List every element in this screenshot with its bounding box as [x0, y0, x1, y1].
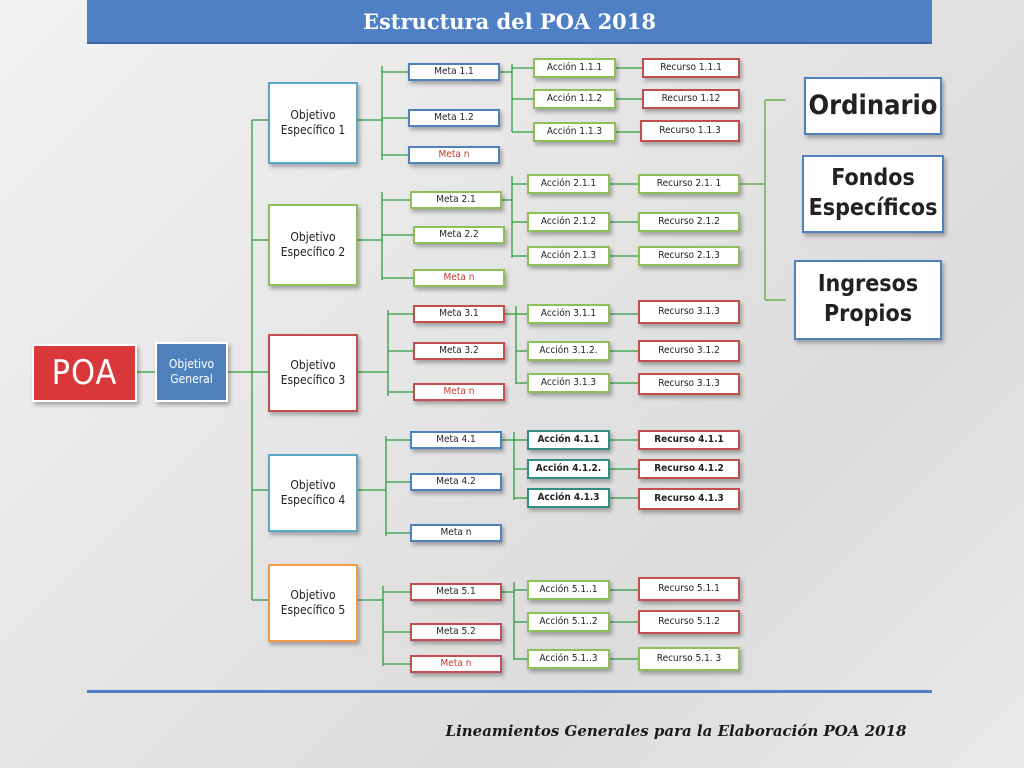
- accion-2-1: Acción 2.1.1: [527, 174, 610, 194]
- meta-1-2: Meta 1.2: [408, 109, 500, 127]
- objective-2-box: Objetivo Específico 2: [268, 204, 358, 286]
- recurso-3-1: Recurso 3.1.3: [638, 300, 740, 324]
- general-objective-box: Objetivo General: [155, 342, 228, 402]
- meta-2-n: Meta n: [413, 269, 505, 287]
- recurso-3-2: Recurso 3.1.2: [638, 340, 740, 362]
- recurso-1-2: Recurso 1.12: [642, 89, 740, 109]
- recurso-2-2: Recurso 2.1.2: [638, 212, 740, 232]
- meta-1-1: Meta 1.1: [408, 63, 500, 81]
- objective-1-box: Objetivo Específico 1: [268, 82, 358, 164]
- recurso-1-1: Recurso 1.1.1: [642, 58, 740, 78]
- meta-2-1: Meta 2.1: [410, 191, 502, 209]
- meta-4-n: Meta n: [410, 524, 502, 542]
- poa-box: POA: [32, 344, 137, 402]
- recurso-3-3: Recurso 3.1.3: [638, 373, 740, 395]
- accion-3-3: Acción 3.1.3: [527, 373, 610, 393]
- slide-title: Estructura del POA 2018: [87, 0, 932, 44]
- bottom-divider: [87, 690, 932, 693]
- accion-4-1: Acción 4.1.1: [527, 430, 610, 450]
- accion-4-3: Acción 4.1.3: [527, 488, 610, 508]
- fund-ordinario: Ordinario: [804, 77, 942, 135]
- recurso-2-1: Recurso 2.1. 1: [638, 174, 740, 194]
- accion-1-2: Acción 1.1.2: [533, 89, 616, 109]
- recurso-4-1: Recurso 4.1.1: [638, 430, 740, 450]
- meta-3-1: Meta 3.1: [413, 305, 505, 323]
- accion-2-2: Acción 2.1.2: [527, 212, 610, 232]
- recurso-5-2: Recurso 5.1.2: [638, 610, 740, 634]
- meta-1-n: Meta n: [408, 146, 500, 164]
- objective-3-box: Objetivo Específico 3: [268, 334, 358, 412]
- meta-3-2: Meta 3.2: [413, 342, 505, 360]
- meta-5-1: Meta 5.1: [410, 583, 502, 601]
- recurso-5-3: Recurso 5.1. 3: [638, 647, 740, 671]
- accion-5-1: Acción 5.1..1: [527, 580, 610, 600]
- meta-3-n: Meta n: [413, 383, 505, 401]
- meta-4-1: Meta 4.1: [410, 431, 502, 449]
- meta-4-2: Meta 4.2: [410, 473, 502, 491]
- recurso-4-3: Recurso 4.1.3: [638, 488, 740, 510]
- recurso-1-3: Recurso 1.1.3: [640, 120, 740, 142]
- objective-4-box: Objetivo Específico 4: [268, 454, 358, 532]
- accion-3-2: Acción 3.1.2.: [527, 341, 610, 361]
- recurso-4-2: Recurso 4.1.2: [638, 459, 740, 479]
- meta-5-n: Meta n: [410, 655, 502, 673]
- recurso-2-3: Recurso 2.1.3: [638, 246, 740, 266]
- accion-1-1: Acción 1.1.1: [533, 58, 616, 78]
- recurso-5-1: Recurso 5.1.1: [638, 577, 740, 601]
- meta-5-2: Meta 5.2: [410, 623, 502, 641]
- accion-5-2: Acción 5.1..2: [527, 612, 610, 632]
- fund-fondos-especificos: Fondos Específicos: [802, 155, 944, 233]
- accion-2-3: Acción 2.1.3: [527, 246, 610, 266]
- fund-ingresos-propios: Ingresos Propios: [794, 260, 942, 340]
- accion-4-2: Acción 4.1.2.: [527, 459, 610, 479]
- accion-5-3: Acción 5.1..3: [527, 649, 610, 669]
- footer-caption: Lineamientos Generales para la Elaboraci…: [445, 722, 907, 740]
- accion-3-1: Acción 3.1.1: [527, 304, 610, 324]
- objective-5-box: Objetivo Específico 5: [268, 564, 358, 642]
- accion-1-3: Acción 1.1.3: [533, 122, 616, 142]
- meta-2-2: Meta 2.2: [413, 226, 505, 244]
